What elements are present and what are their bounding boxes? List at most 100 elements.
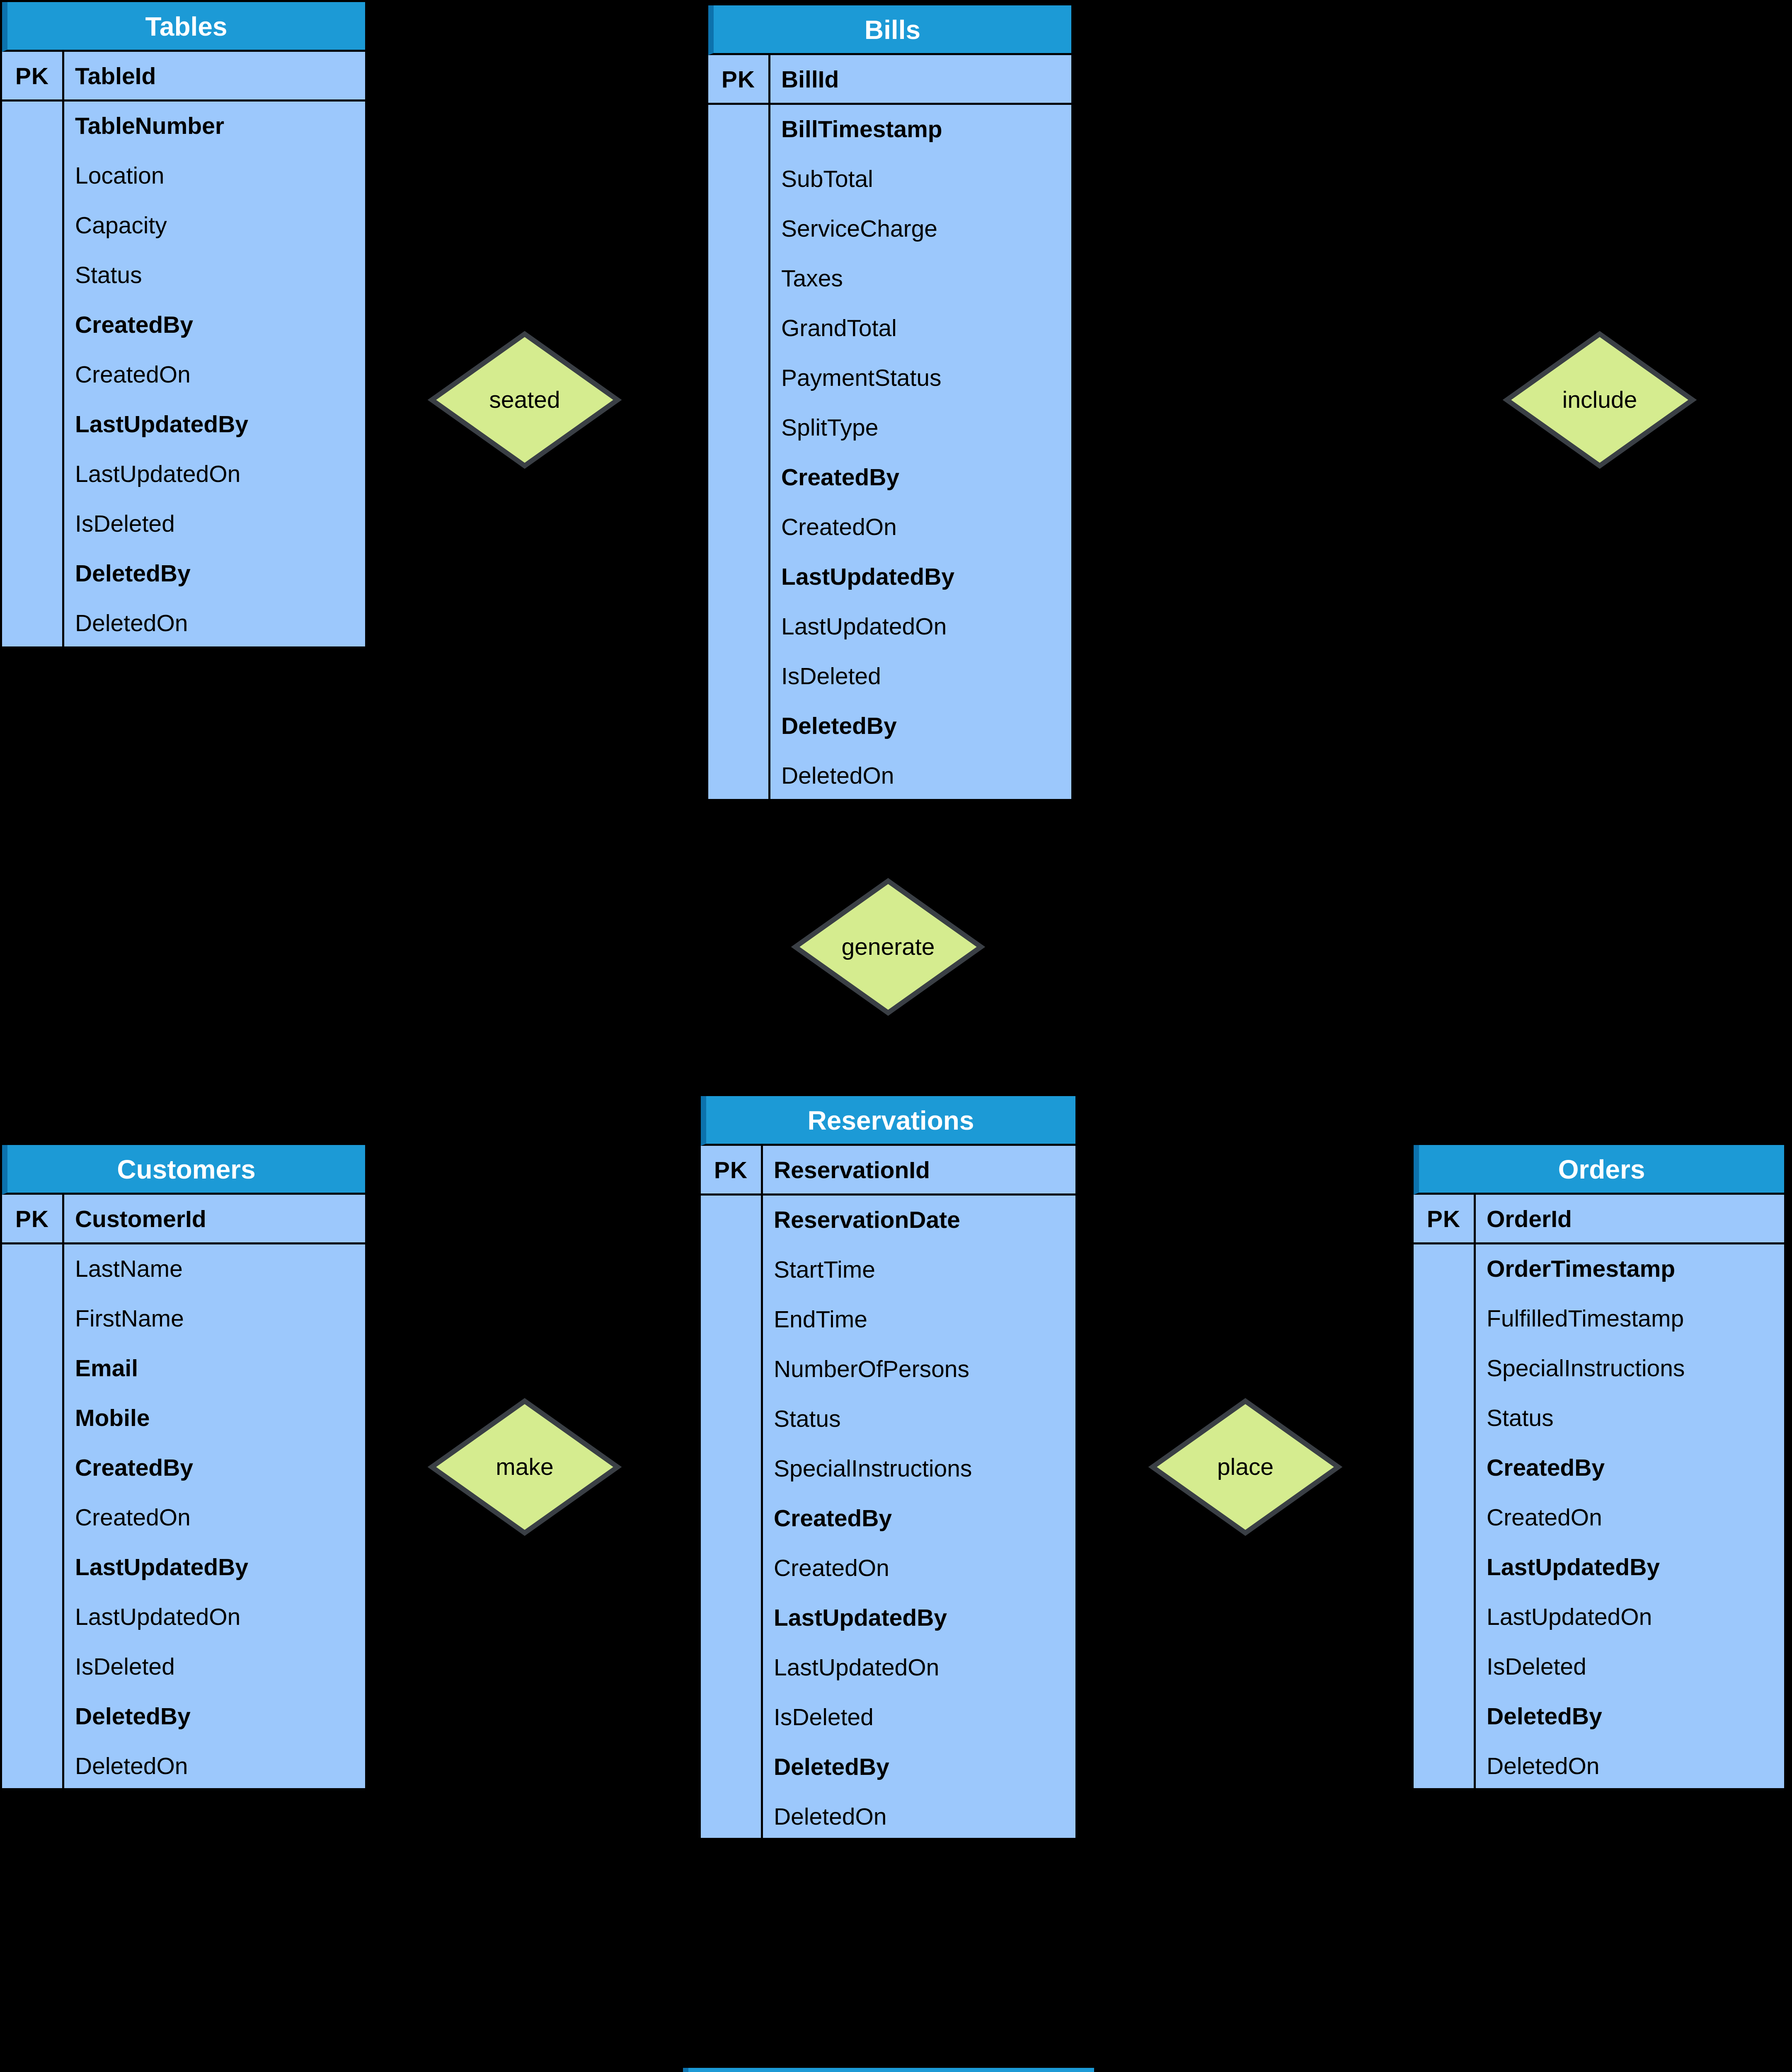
table-row: LastUpdatedBy	[701, 1593, 1075, 1643]
attribute-name: DeletedBy	[75, 1703, 191, 1730]
table-row: SplitType	[708, 403, 1071, 453]
key-cell	[2, 499, 64, 549]
relationship-seated[interactable]: seated	[427, 331, 622, 469]
diamond-shape	[1502, 331, 1697, 469]
key-cell	[2, 201, 64, 251]
table-row: PaymentStatus	[708, 353, 1071, 403]
key-cell	[708, 552, 770, 602]
key-cell	[2, 1344, 64, 1394]
attribute-name: DeletedOn	[75, 1753, 188, 1779]
relationship-label: place	[1217, 1454, 1274, 1480]
entity-menu[interactable]: Menu PK MenuId MenuItemName MenuItemDesc…	[681, 2066, 1096, 2072]
attribute-name: LastUpdatedBy	[75, 411, 249, 438]
attribute-name: Status	[774, 1406, 841, 1432]
key-cell	[708, 702, 770, 751]
key-cell	[2, 1593, 64, 1642]
key-cell	[2, 1543, 64, 1593]
key-cell	[2, 1394, 64, 1443]
entity-bills-title: Bills	[708, 5, 1071, 55]
table-row: DeletedBy	[701, 1743, 1075, 1792]
pk-badge: PK	[708, 55, 770, 103]
table-row: Email	[2, 1344, 365, 1394]
diamond-shape	[427, 1398, 622, 1536]
attribute-name: Taxes	[781, 265, 843, 292]
key-cell	[701, 1643, 763, 1693]
table-row: DeletedBy	[708, 702, 1071, 751]
key-cell	[708, 105, 770, 155]
key-cell	[708, 503, 770, 552]
key-cell	[2, 400, 64, 450]
key-cell	[701, 1345, 763, 1394]
key-cell	[2, 1294, 64, 1344]
table-row: CreatedOn	[2, 350, 365, 400]
relationship-include[interactable]: include	[1502, 331, 1697, 469]
table-row: CreatedOn	[2, 1493, 365, 1543]
attribute-name: PaymentStatus	[781, 365, 942, 391]
attribute-name: LastUpdatedBy	[75, 1554, 249, 1581]
key-cell	[1414, 1593, 1476, 1642]
entity-orders[interactable]: Orders PK OrderId OrderTimestamp Fulfill…	[1412, 1143, 1786, 1791]
relationship-label: include	[1562, 387, 1637, 413]
table-row: LastUpdatedBy	[1414, 1543, 1784, 1593]
attribute-name: LastUpdatedOn	[774, 1654, 940, 1681]
attribute-name: DeletedBy	[1487, 1703, 1602, 1730]
relationship-make[interactable]: make	[427, 1398, 622, 1536]
table-row: Status	[1414, 1394, 1784, 1443]
table-row: GrandTotal	[708, 304, 1071, 353]
attribute-name: CreatedBy	[75, 1455, 194, 1481]
key-cell	[708, 751, 770, 801]
table-row: CreatedOn	[701, 1544, 1075, 1593]
attribute-name: SpecialInstructions	[1487, 1355, 1685, 1382]
relationship-place[interactable]: place	[1148, 1398, 1343, 1536]
attribute-name: CreatedBy	[1487, 1455, 1605, 1481]
attribute-name: IsDeleted	[781, 663, 881, 690]
attribute-name: CreatedBy	[774, 1505, 892, 1532]
key-cell	[701, 1245, 763, 1295]
entity-menu-title: Menu	[683, 2068, 1094, 2072]
table-row: DeletedBy	[1414, 1692, 1784, 1742]
relationship-label: generate	[841, 934, 935, 960]
attribute-name: DeletedOn	[774, 1803, 887, 1830]
pk-badge: PK	[701, 1146, 763, 1193]
key-cell	[701, 1743, 763, 1792]
table-row: PK ReservationId	[701, 1146, 1075, 1196]
entity-bills[interactable]: Bills PK BillId BillTimestamp SubTotal S…	[706, 3, 1073, 801]
table-row: PK OrderId	[1414, 1195, 1784, 1244]
table-row: PK CustomerId	[2, 1195, 365, 1244]
table-row: CreatedBy	[2, 1443, 365, 1493]
attribute-name: SpecialInstructions	[774, 1455, 972, 1482]
key-cell	[2, 1692, 64, 1742]
table-row: FulfilledTimestamp	[1414, 1294, 1784, 1344]
key-cell	[708, 403, 770, 453]
table-row: Mobile	[2, 1394, 365, 1443]
table-row: LastUpdatedOn	[1414, 1593, 1784, 1642]
relationship-generate[interactable]: generate	[791, 878, 986, 1016]
table-row: DeletedBy	[2, 549, 365, 599]
table-row: Capacity	[2, 201, 365, 251]
attribute-name: EndTime	[774, 1306, 867, 1333]
attribute-name: LastUpdatedOn	[1487, 1604, 1652, 1630]
attribute-name: OrderTimestamp	[1487, 1256, 1676, 1282]
table-row: LastUpdatedOn	[701, 1643, 1075, 1693]
entity-tables[interactable]: Tables PK TableId TableNumber Location C…	[0, 0, 367, 649]
attribute-name: LastName	[75, 1256, 183, 1282]
attribute-name: Status	[75, 262, 142, 288]
key-cell	[2, 350, 64, 400]
key-cell	[708, 304, 770, 353]
entity-reservations[interactable]: Reservations PK ReservationId Reservatio…	[699, 1094, 1078, 1842]
table-row: IsDeleted	[2, 1642, 365, 1692]
attribute-name: IsDeleted	[1487, 1653, 1586, 1680]
key-cell	[2, 1642, 64, 1692]
entity-orders-title: Orders	[1414, 1145, 1784, 1195]
pk-attribute-name: BillId	[781, 66, 839, 93]
table-row: DeletedOn	[701, 1792, 1075, 1842]
table-row: SpecialInstructions	[701, 1444, 1075, 1494]
table-row: DeletedBy	[2, 1692, 365, 1742]
attribute-name: GrandTotal	[781, 315, 897, 341]
key-cell	[1414, 1244, 1476, 1294]
key-cell	[708, 204, 770, 254]
key-cell	[1414, 1692, 1476, 1742]
entity-customers[interactable]: Customers PK CustomerId LastName FirstNa…	[0, 1143, 367, 1791]
key-cell	[708, 602, 770, 652]
